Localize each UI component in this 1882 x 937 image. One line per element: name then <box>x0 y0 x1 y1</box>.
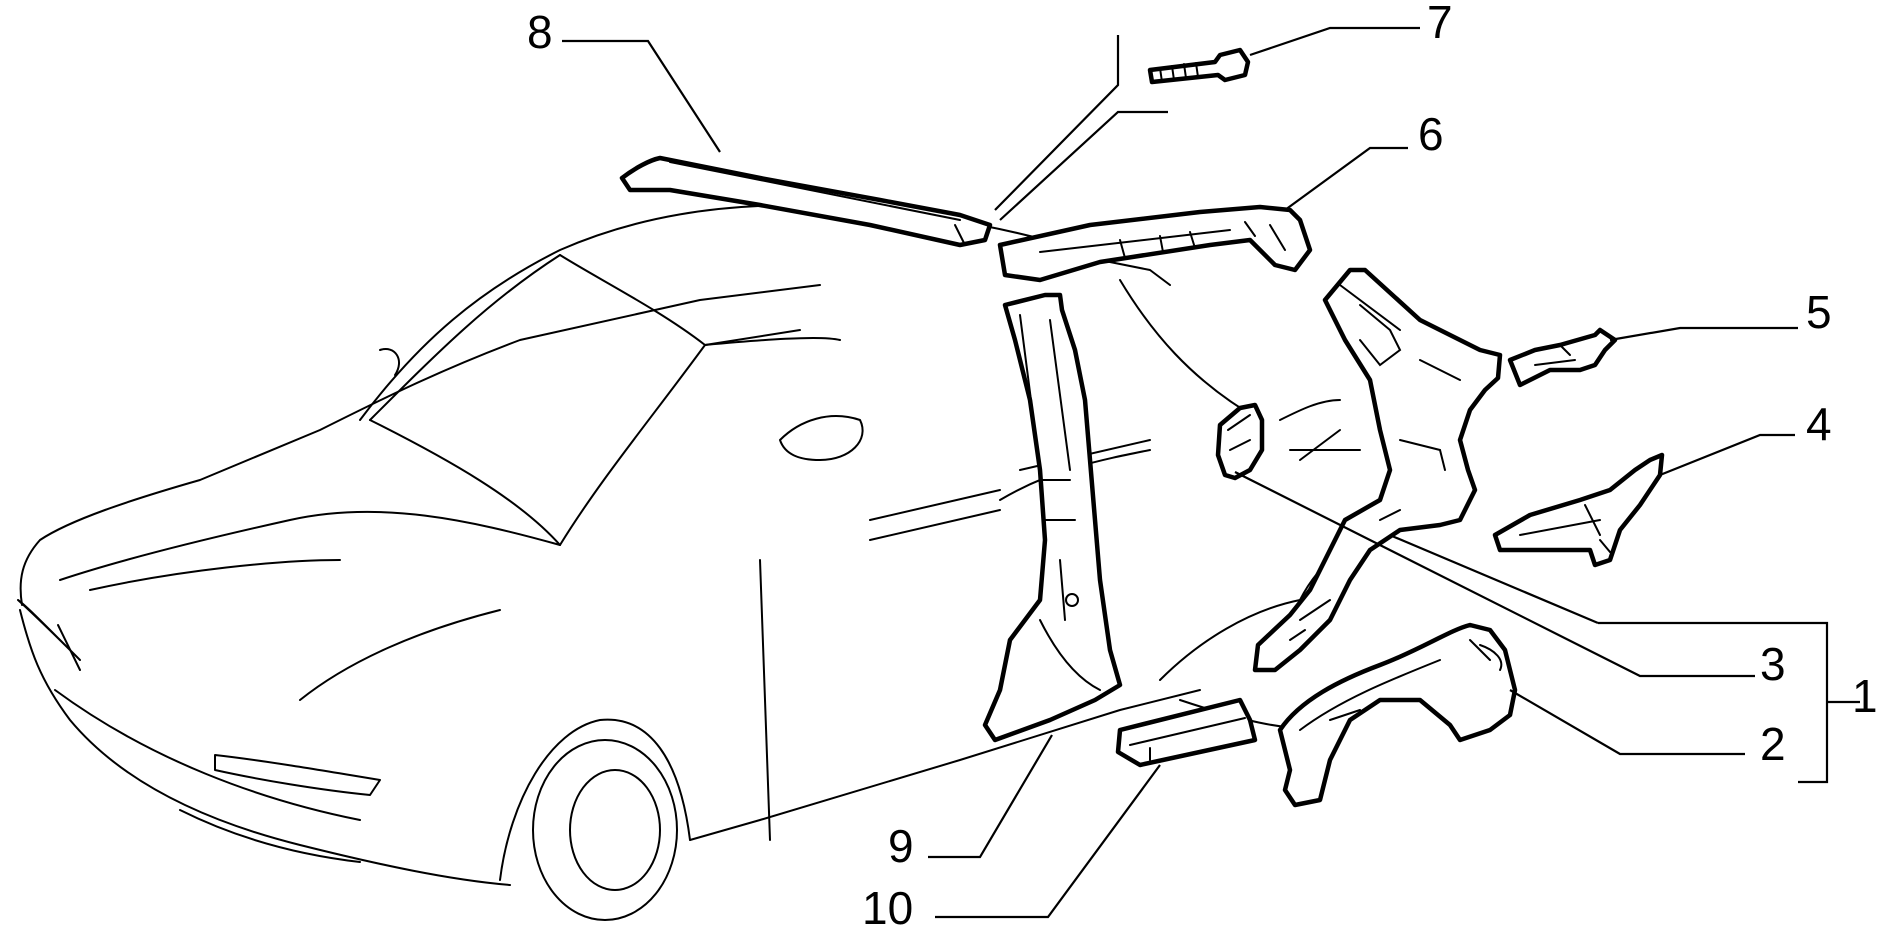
part-8-roof-rail <box>619 155 993 248</box>
callout-6: 6 <box>1418 108 1444 160</box>
car-body-outline <box>17 204 1401 921</box>
part-3-bracket <box>1215 402 1265 481</box>
part-9-b-pillar <box>982 292 1123 743</box>
part-10-sill-plate <box>1115 697 1258 768</box>
leader-lines <box>562 26 1860 919</box>
callout-1: 1 <box>1852 670 1878 722</box>
callout-9: 9 <box>888 820 914 872</box>
callout-5: 5 <box>1806 286 1832 338</box>
callout-4: 4 <box>1806 398 1832 450</box>
callout-3: 3 <box>1760 638 1786 690</box>
callout-7: 7 <box>1427 0 1453 48</box>
part-4-rear-bracket <box>1492 452 1665 568</box>
callout-labels: 8 7 6 5 4 3 2 1 9 10 <box>527 0 1878 934</box>
callout-8: 8 <box>527 6 553 58</box>
part-5-small-bracket <box>1507 327 1618 388</box>
part-7-bolt <box>1147 47 1251 85</box>
callout-10: 10 <box>862 882 913 934</box>
part-1-rear-quarter-inner <box>1252 267 1503 673</box>
part-6-upper-rear-rail <box>997 204 1313 283</box>
callout-2: 2 <box>1760 718 1786 770</box>
part-2-wheelhouse <box>1277 622 1518 808</box>
